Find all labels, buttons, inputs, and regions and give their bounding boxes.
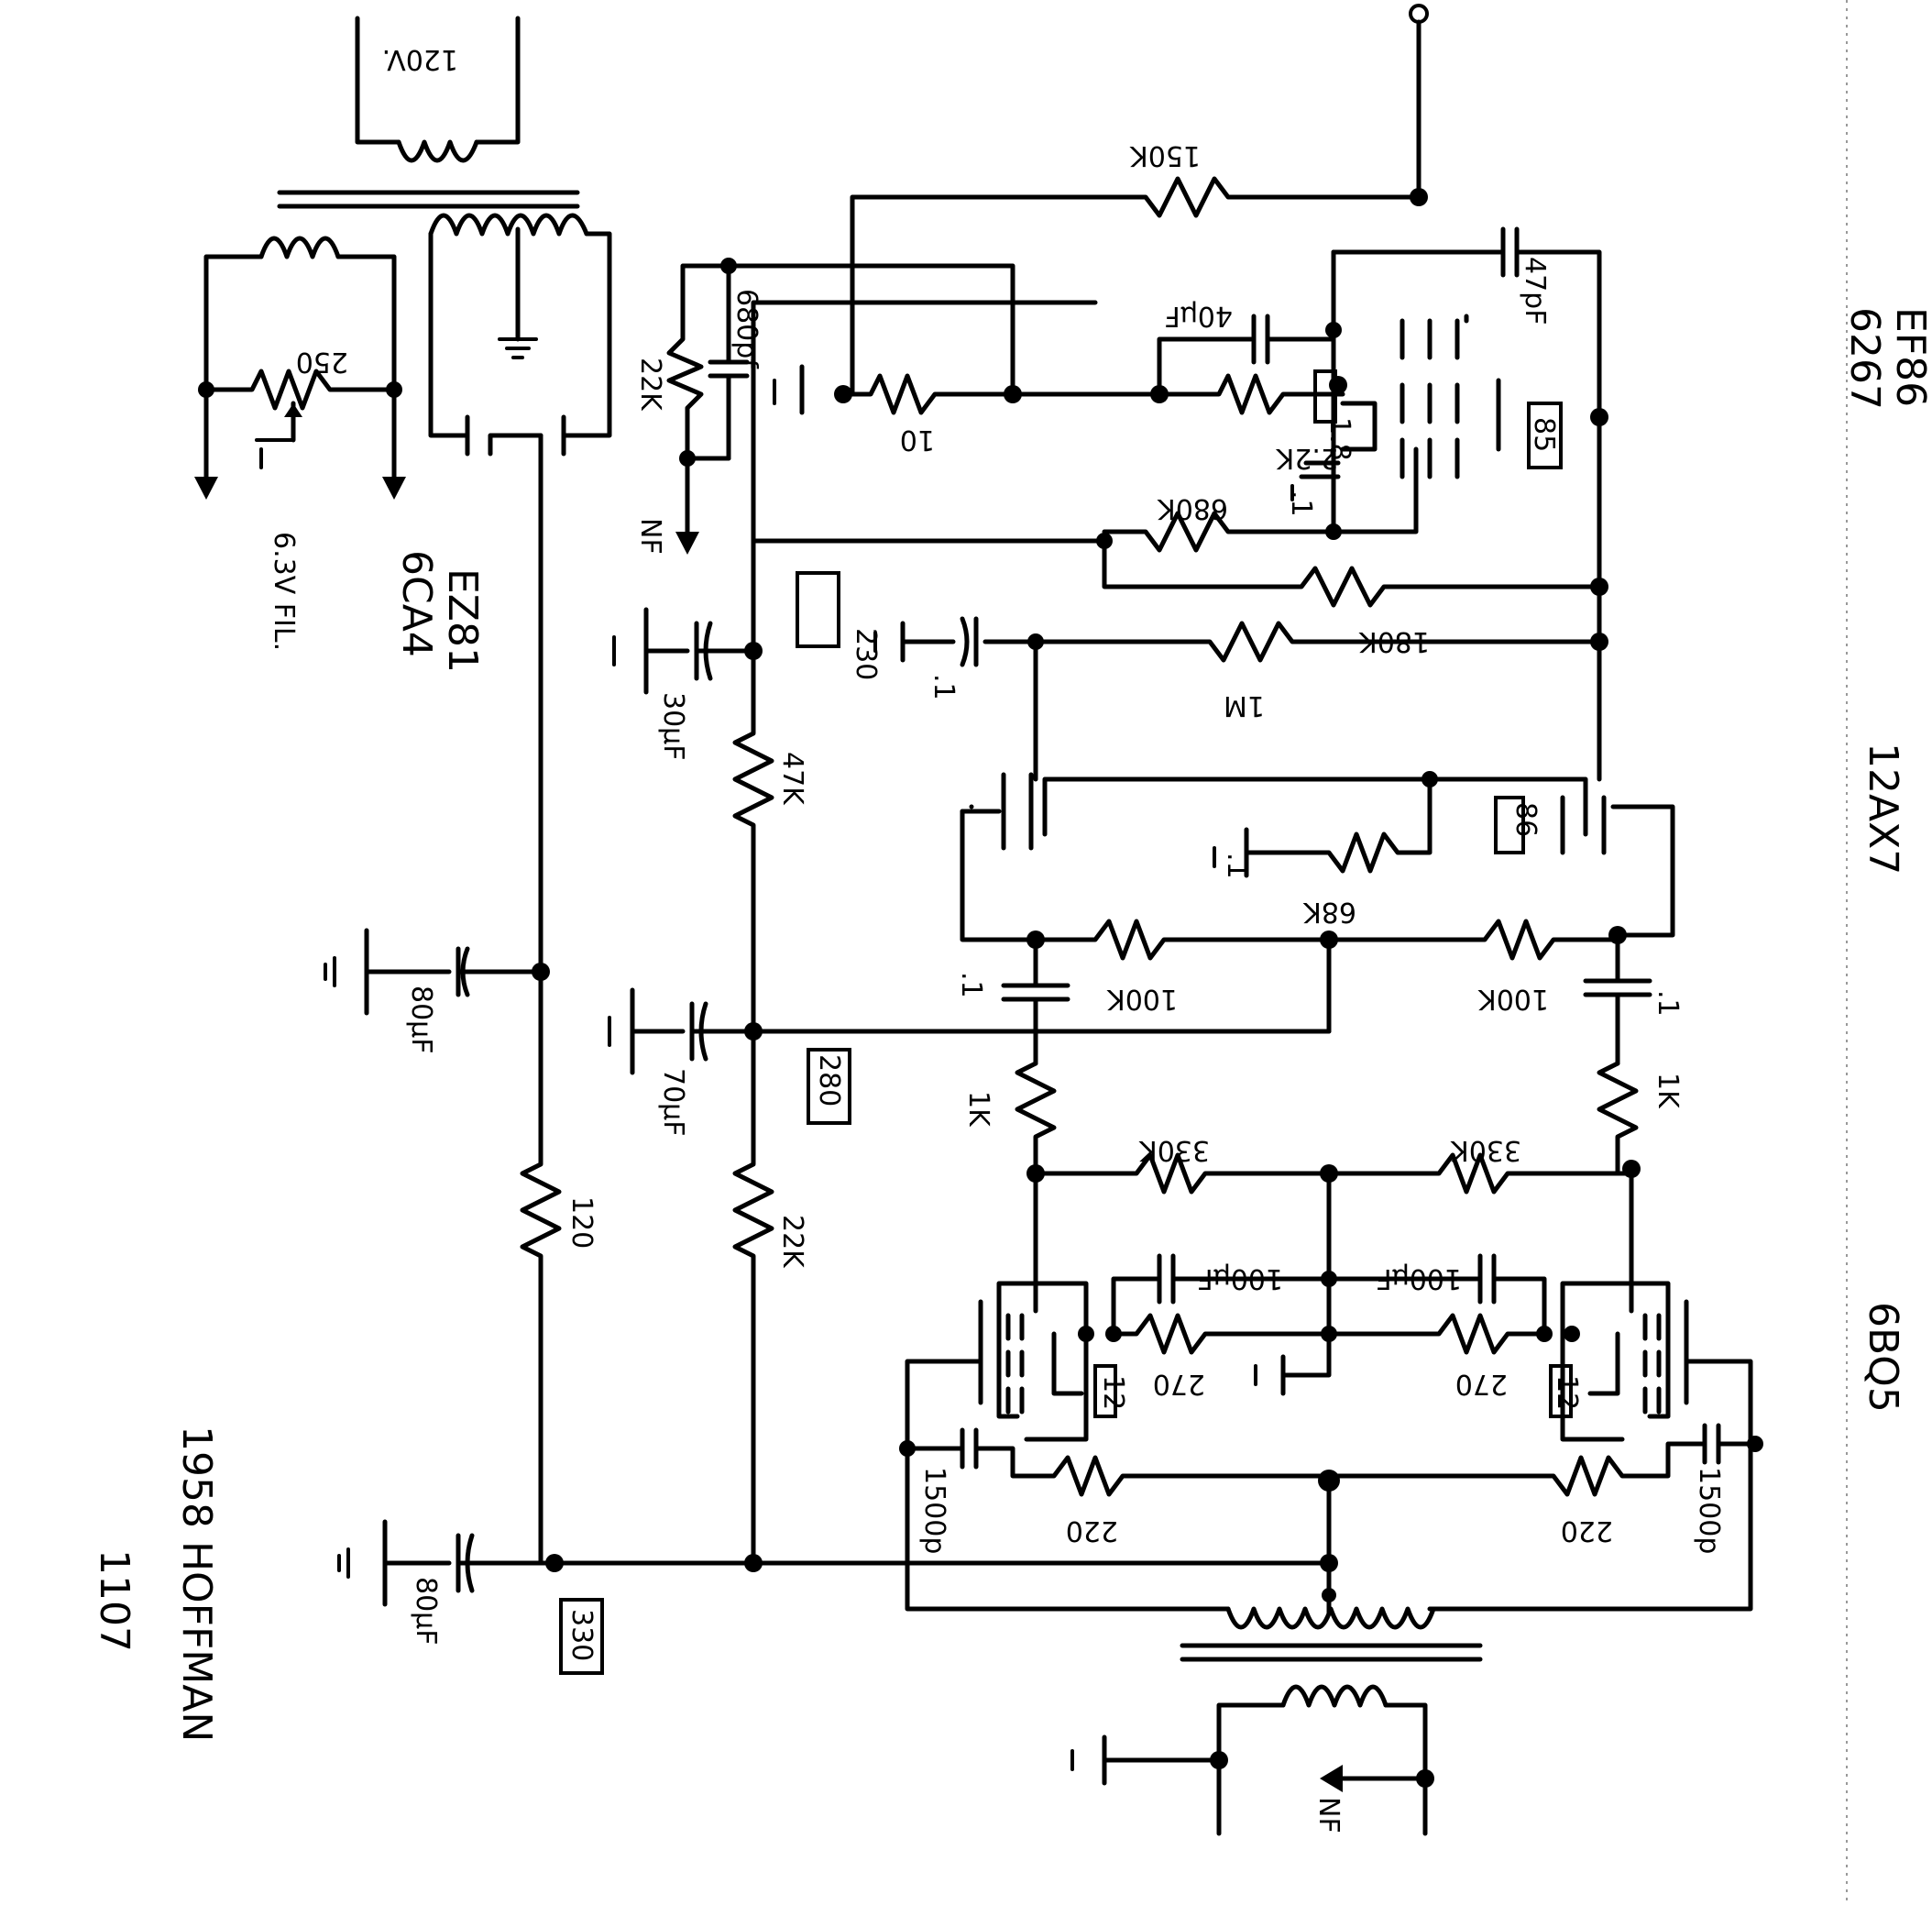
label-r47k: 47K <box>776 752 808 806</box>
label-v85: 85 <box>1528 417 1560 452</box>
label-pot: 250 <box>296 346 348 378</box>
label-6ca4: 6CA4 <box>393 550 440 657</box>
label-v-pi: .1 <box>1221 853 1253 879</box>
input-stage <box>666 4 1608 667</box>
label-r270-a: 270 <box>1153 1368 1205 1400</box>
label-v12-b: 12 <box>1551 1375 1583 1410</box>
label-r68k: 68K <box>1302 896 1356 928</box>
label-c680pf: 680pf <box>730 289 763 369</box>
hv-supply <box>324 928 754 1675</box>
label-c47pf: 47pF <box>1519 257 1551 325</box>
label-c80uf-b: 80μF <box>410 1577 442 1646</box>
phase-inverter <box>960 639 1675 1341</box>
dropping-chain <box>608 300 1332 1572</box>
labels: 120V. 250 6.3V FIL. EZ81 6CA4 150K 10 22… <box>91 43 1932 1833</box>
label-nf-b: NF <box>1312 1797 1345 1833</box>
label-c100uf-a: 100μF <box>1197 1262 1283 1294</box>
label-r1m: 1M <box>1224 689 1265 721</box>
label-c100uf-b: 100μF <box>1376 1262 1462 1294</box>
label-r100k-b: 100K <box>1477 983 1549 1015</box>
label-filament: 6.3V FIL. <box>268 532 300 651</box>
label-v86: 86 <box>1509 802 1542 837</box>
label-c40uf: 40μF <box>1164 300 1233 332</box>
label-model: 1107 <box>91 1549 137 1652</box>
label-c-c: .1 <box>1652 990 1684 1017</box>
label-6bq5: 6BQ5 <box>1860 1302 1906 1413</box>
label-12ax7: 12AX7 <box>1860 743 1906 875</box>
label-r100k-a: 100K <box>1106 983 1178 1015</box>
label-c70uf: 70μF <box>657 1068 689 1137</box>
label-r270-b: 270 <box>1455 1368 1508 1400</box>
label-r220-b: 220 <box>1561 1514 1613 1547</box>
label-c-a: .1 <box>928 674 960 700</box>
label-r150k: 150K <box>1129 139 1201 171</box>
output-stage <box>751 1171 1763 1836</box>
label-r680k: 680K <box>1157 492 1228 524</box>
label-r220-a: 220 <box>1066 1514 1118 1547</box>
label-r180k: 180K <box>1358 625 1430 657</box>
label-c-b: .1 <box>955 972 987 998</box>
label-r120: 120 <box>565 1196 598 1249</box>
label-ef86: EF86 <box>1887 307 1932 407</box>
label-v330: 330 <box>565 1609 598 1661</box>
label-r1k-b: 1K <box>1652 1073 1684 1109</box>
label-6267: 6267 <box>1841 307 1888 410</box>
label-r2-2k: 2.2K <box>1275 442 1338 474</box>
rectifier-tube <box>465 414 566 975</box>
label-c1500p-b: 1500p <box>1693 1467 1725 1554</box>
label-r1k-a: 1K <box>962 1091 994 1128</box>
label-ez81: EZ81 <box>439 568 486 673</box>
label-c80uf-a: 80μF <box>405 986 437 1054</box>
label-c30uf: 30μF <box>657 692 689 761</box>
label-c1500p-a: 1500p <box>918 1467 950 1554</box>
label-nf-a: NF <box>634 518 666 555</box>
label-v12-a: 12 <box>1097 1375 1129 1410</box>
label-v230: 230 <box>850 628 882 680</box>
schematic-canvas: 120V. 250 6.3V FIL. EZ81 6CA4 150K 10 22… <box>91 0 1932 1905</box>
label-title: 1958 HOFFMAN <box>173 1426 220 1742</box>
label-r330k-b: 330K <box>1450 1134 1521 1166</box>
label-primary: 120V. <box>382 43 458 75</box>
label-v1-8: 1.8 <box>1323 417 1356 461</box>
label-r330k-a: 330K <box>1138 1134 1210 1166</box>
label-r22k-in: 22K <box>634 358 666 412</box>
label-r10: 10 <box>900 424 935 456</box>
label-v280: 280 <box>813 1054 845 1107</box>
label-r22k: 22K <box>776 1215 808 1269</box>
label-c-ef86: .1 <box>1285 490 1317 517</box>
filament-pot <box>194 369 406 500</box>
power-transformer <box>203 16 612 438</box>
